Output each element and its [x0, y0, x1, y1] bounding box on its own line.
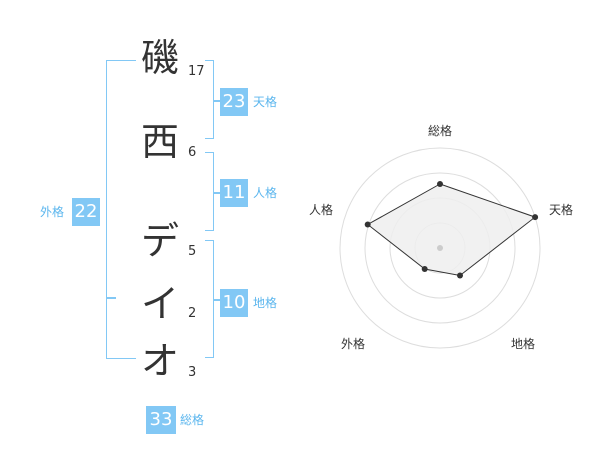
radar-point-5 — [364, 221, 371, 228]
radar-ring — [364, 172, 516, 324]
radar-axis-label-gaikaku: 外格 — [341, 337, 366, 351]
radar-axis-label-tenkaku: 天格 — [549, 203, 574, 217]
gaikaku-bracket — [106, 60, 136, 359]
jinkaku-bracket — [205, 152, 214, 231]
radar-point-3 — [457, 272, 463, 279]
name-char-3: デ — [140, 219, 179, 263]
radar-point-1 — [437, 181, 443, 187]
radar-center — [437, 245, 443, 251]
tenkaku-badge: 23 — [220, 88, 248, 116]
jinkaku-badge: 11 — [220, 179, 248, 207]
radar-polygon — [366, 183, 537, 277]
name-char-2: 西 — [140, 120, 179, 164]
name-char-1: 磯 — [140, 36, 179, 80]
stroke-count-1: 17 — [188, 64, 205, 79]
soukaku-badge: 33 — [146, 406, 176, 434]
soukaku-label: 総格 — [180, 413, 205, 427]
gaikaku-bracket-tick — [106, 297, 116, 299]
chikaku-bracket-tick — [213, 299, 221, 301]
stroke-count-3: 5 — [188, 244, 197, 259]
radar-axis-label-jinkaku: 人格 — [309, 203, 334, 217]
tenkaku-label: 天格 — [253, 95, 278, 109]
radar-axis-label-chikaku: 地格 — [511, 337, 536, 351]
radar-ring — [339, 147, 541, 349]
radar-point-2 — [532, 214, 539, 221]
chikaku-label: 地格 — [253, 296, 278, 310]
gaikaku-label: 外格 — [40, 205, 65, 219]
jinkaku-label: 人格 — [253, 186, 278, 200]
name-char-4: イ — [140, 282, 179, 326]
stroke-count-5: 3 — [188, 365, 197, 380]
radar-axis-label-soukaku: 総格 — [428, 124, 453, 138]
gaikaku-badge: 22 — [72, 198, 100, 226]
radar-point-4 — [421, 266, 428, 272]
tenkaku-bracket-tick — [213, 100, 221, 102]
tenkaku-bracket — [205, 60, 214, 139]
stroke-count-2: 6 — [188, 145, 197, 160]
chikaku-badge: 10 — [220, 289, 248, 317]
name-char-5: オ — [140, 339, 179, 383]
stroke-count-4: 2 — [188, 306, 197, 321]
jinkaku-bracket-tick — [213, 192, 221, 194]
